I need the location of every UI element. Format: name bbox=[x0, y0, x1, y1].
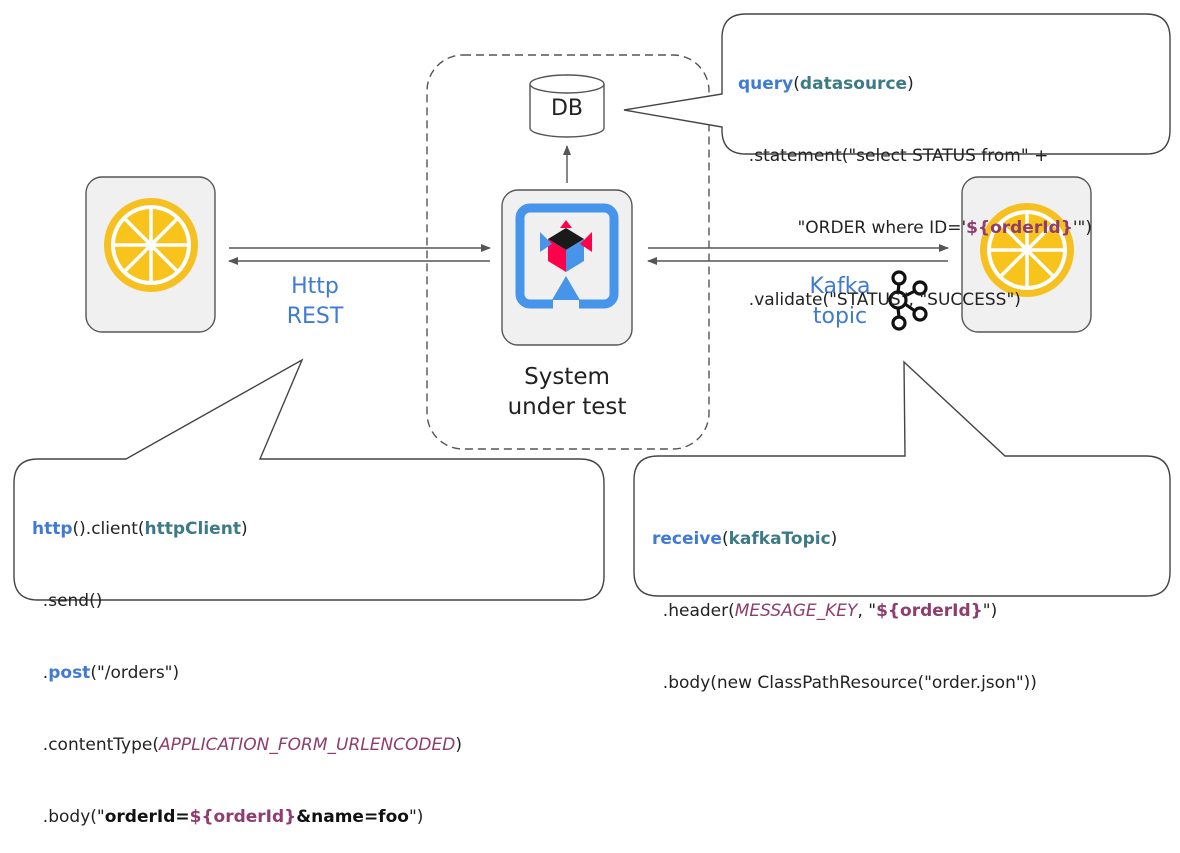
quarkus-logo-icon bbox=[515, 203, 619, 310]
receive-line-3: .body(new ClassPathResource("order.json"… bbox=[652, 673, 1037, 693]
receive-code-block: receive(kafkaTopic) .header(MESSAGE_KEY,… bbox=[652, 479, 1037, 719]
http-callout-bubble bbox=[13, 358, 605, 601]
kafka-label-line1: Kafka bbox=[809, 274, 871, 299]
sut-label-line1: System bbox=[524, 364, 610, 390]
kafka-icon bbox=[888, 270, 928, 331]
http-line-4: .contentType(APPLICATION_FORM_URLENCODED… bbox=[32, 735, 462, 755]
receive-line-2: .header(MESSAGE_KEY, "${orderId}") bbox=[652, 601, 998, 621]
system-boundary bbox=[426, 54, 710, 450]
query-code-block: query(datasource) .statement("select STA… bbox=[738, 24, 1092, 336]
query-callout-bubble bbox=[623, 13, 1171, 155]
http-label-line2: REST bbox=[286, 304, 344, 329]
kafka-label: Kafka topic bbox=[790, 272, 890, 332]
http-line-2: .send() bbox=[32, 591, 103, 611]
query-line-4: .validate("STATUS", "SUCCESS") bbox=[738, 290, 1021, 310]
sut-label: System under test bbox=[482, 362, 652, 422]
http-line-5: .body("orderId=${orderId}&name=foo") bbox=[32, 807, 424, 827]
architecture-diagram bbox=[13, 13, 1171, 601]
http-code-block: http().client(httpClient) .send() .post(… bbox=[32, 469, 462, 853]
lemon-icon bbox=[980, 203, 1074, 297]
receive-callout-bubble bbox=[633, 360, 1171, 597]
kafka-label-line2: topic bbox=[812, 304, 868, 329]
query-line-1: query(datasource) bbox=[738, 74, 914, 94]
http-label-line1: Http bbox=[291, 274, 339, 299]
query-line-3: "ORDER where ID='${orderId}'") bbox=[738, 218, 1092, 238]
http-line-1: http().client(httpClient) bbox=[32, 519, 248, 539]
receive-line-1: receive(kafkaTopic) bbox=[652, 529, 838, 549]
lemon-icon bbox=[104, 198, 198, 292]
db-label: DB bbox=[550, 96, 584, 121]
http-line-3: .post("/orders") bbox=[32, 663, 180, 683]
query-line-2: .statement("select STATUS from" + bbox=[738, 146, 1049, 166]
sut-label-line2: under test bbox=[507, 394, 627, 420]
http-label: Http REST bbox=[260, 272, 370, 332]
database-icon bbox=[529, 84, 605, 138]
db-node bbox=[529, 74, 605, 138]
